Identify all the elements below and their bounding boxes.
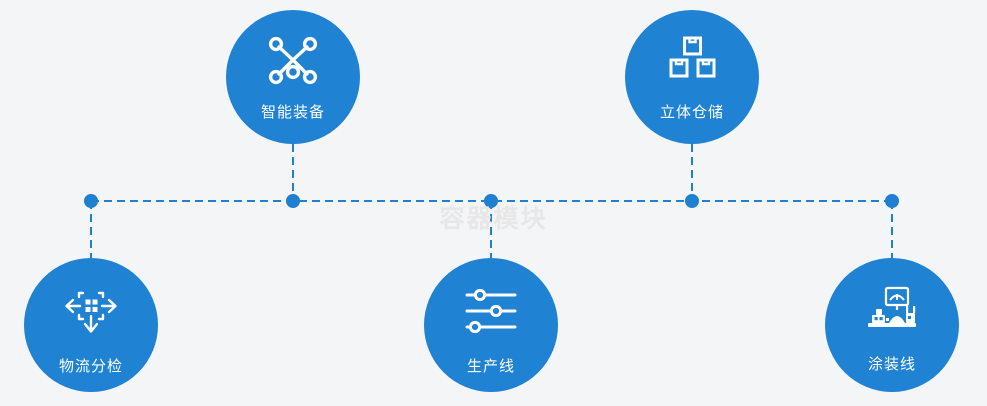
node-production-line[interactable]: 生产线: [424, 258, 558, 392]
bus-dot-production-line[interactable]: [484, 194, 498, 208]
stacked-boxes-icon: [665, 34, 719, 91]
node-label-painting-line: 涂装线: [867, 356, 916, 373]
bus-dot-intelligent-equipment[interactable]: [286, 194, 300, 208]
sliders-icon: [463, 286, 519, 341]
factory-monitor-icon: [862, 286, 922, 339]
sorting-arrows-icon: [63, 286, 119, 341]
node-label-intelligent-equipment: 智能装备: [260, 104, 325, 121]
bus-dot-stereoscopic-warehouse[interactable]: [685, 194, 699, 208]
node-logistics-sorting[interactable]: 物流分检: [24, 258, 158, 392]
node-stereoscopic-warehouse[interactable]: 立体仓储: [625, 10, 759, 144]
node-label-stereoscopic-warehouse: 立体仓储: [659, 104, 724, 121]
bus-dot-logistics-sorting[interactable]: [84, 194, 98, 208]
network-nodes-icon: [266, 34, 320, 91]
bus-dot-painting-line[interactable]: [885, 194, 899, 208]
node-label-logistics-sorting: 物流分检: [58, 358, 123, 375]
node-painting-line[interactable]: 涂装线: [825, 258, 959, 392]
node-intelligent-equipment[interactable]: 智能装备: [226, 10, 360, 144]
node-label-production-line: 生产线: [466, 358, 515, 375]
